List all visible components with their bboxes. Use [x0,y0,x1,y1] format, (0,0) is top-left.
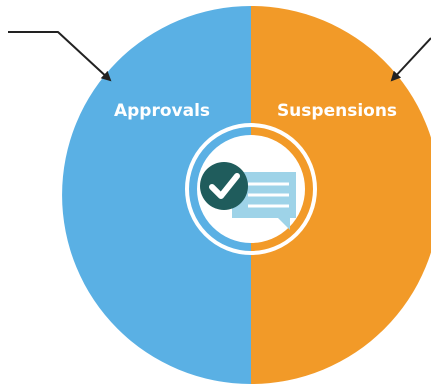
check-mark-icon [209,173,240,199]
outer-ring [185,123,317,255]
approvals-half [62,6,251,384]
center-emblem [185,123,317,255]
suspensions-label: Suspensions [277,101,397,121]
left-pointer-arrow [8,31,112,82]
check-circle-icon [200,162,248,210]
approval-check-message-icon [200,162,296,230]
right-pointer-arrow [390,37,431,82]
bubble-lines [248,182,289,208]
speech-bubble-icon [232,172,296,230]
suspensions-half [251,6,431,384]
approvals-label: Approvals [114,101,210,121]
